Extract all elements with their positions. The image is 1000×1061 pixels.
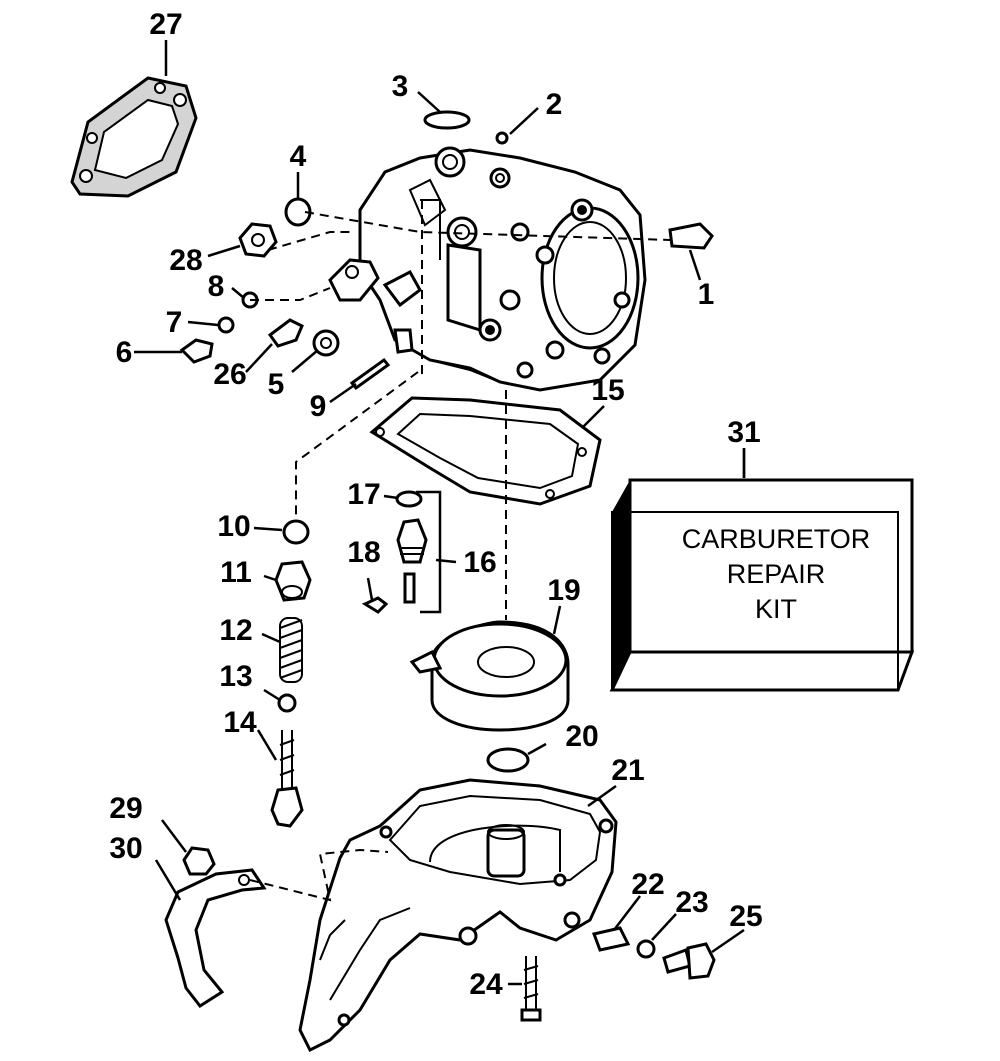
clamp-part-30	[164, 868, 267, 1008]
label-28: 28	[169, 244, 202, 277]
label-13: 13	[219, 660, 252, 693]
washer-part-5	[312, 329, 340, 357]
nut-part-28	[238, 222, 278, 258]
repair-kit-box: CARBURETOR REPAIR KIT	[609, 478, 915, 692]
label-27: 27	[149, 8, 182, 41]
screw-part-14	[270, 730, 304, 828]
label-22: 22	[631, 868, 664, 901]
washer-part-7	[217, 316, 235, 334]
kit-text-line-3: KIT	[755, 594, 797, 624]
label-9: 9	[310, 390, 327, 423]
carburetor-body-part	[328, 146, 647, 392]
label-3: 3	[392, 70, 409, 103]
needle-valve-part-16	[396, 518, 428, 604]
label-23: 23	[675, 886, 708, 919]
label-12: 12	[219, 614, 252, 647]
washer-part-13	[277, 693, 297, 713]
washer-part-17	[395, 490, 423, 508]
bowl-gasket-part	[369, 396, 602, 506]
label-5: 5	[268, 368, 285, 401]
float-part	[409, 620, 570, 732]
spring-part-12	[279, 617, 303, 683]
label-29: 29	[109, 792, 142, 825]
screw-part-29	[182, 846, 216, 876]
link-part-26	[267, 318, 304, 348]
label-15: 15	[591, 374, 624, 407]
carburetor-base-part	[298, 778, 618, 1053]
label-30: 30	[109, 832, 142, 865]
washer-part-10	[282, 519, 310, 545]
label-4: 4	[290, 140, 307, 173]
flange-gasket-part	[70, 76, 198, 198]
label-24: 24	[469, 968, 503, 1001]
washer-part-20	[486, 747, 530, 773]
clip-part-18	[361, 596, 389, 614]
label-17: 17	[347, 478, 380, 511]
label-7: 7	[166, 306, 183, 339]
label-10: 10	[217, 510, 250, 543]
fitting-part-11	[274, 560, 312, 602]
label-21: 21	[611, 754, 644, 787]
pin-part-9	[349, 357, 391, 391]
bolt-part-25	[662, 942, 716, 980]
label-2: 2	[546, 88, 563, 121]
label-25: 25	[729, 900, 762, 933]
label-19: 19	[547, 574, 580, 607]
label-31: 31	[727, 416, 760, 449]
kit-text-line-2: REPAIR	[727, 559, 826, 589]
label-11: 11	[220, 556, 252, 589]
label-18: 18	[347, 536, 380, 569]
ball-part-2	[495, 131, 509, 145]
screw-part-1	[668, 222, 714, 250]
kit-text-line-1: CARBURETOR	[682, 524, 871, 554]
plug-part-3	[423, 110, 471, 130]
label-16: 16	[463, 546, 496, 579]
label-8: 8	[208, 270, 225, 303]
screw-part-24	[520, 956, 542, 1022]
screw-part-6	[179, 338, 214, 364]
label-1: 1	[698, 278, 715, 311]
screw-part-22	[591, 926, 631, 952]
leader-lines	[134, 40, 746, 986]
callout-labels: 27 3 2 4 1 28 8 7 6 26 5 9 15 31 17 16 1…	[109, 8, 762, 1001]
label-20: 20	[565, 720, 598, 753]
label-6: 6	[116, 336, 133, 369]
label-26: 26	[213, 358, 246, 391]
label-14: 14	[223, 706, 257, 739]
washer-part-23	[636, 939, 656, 959]
